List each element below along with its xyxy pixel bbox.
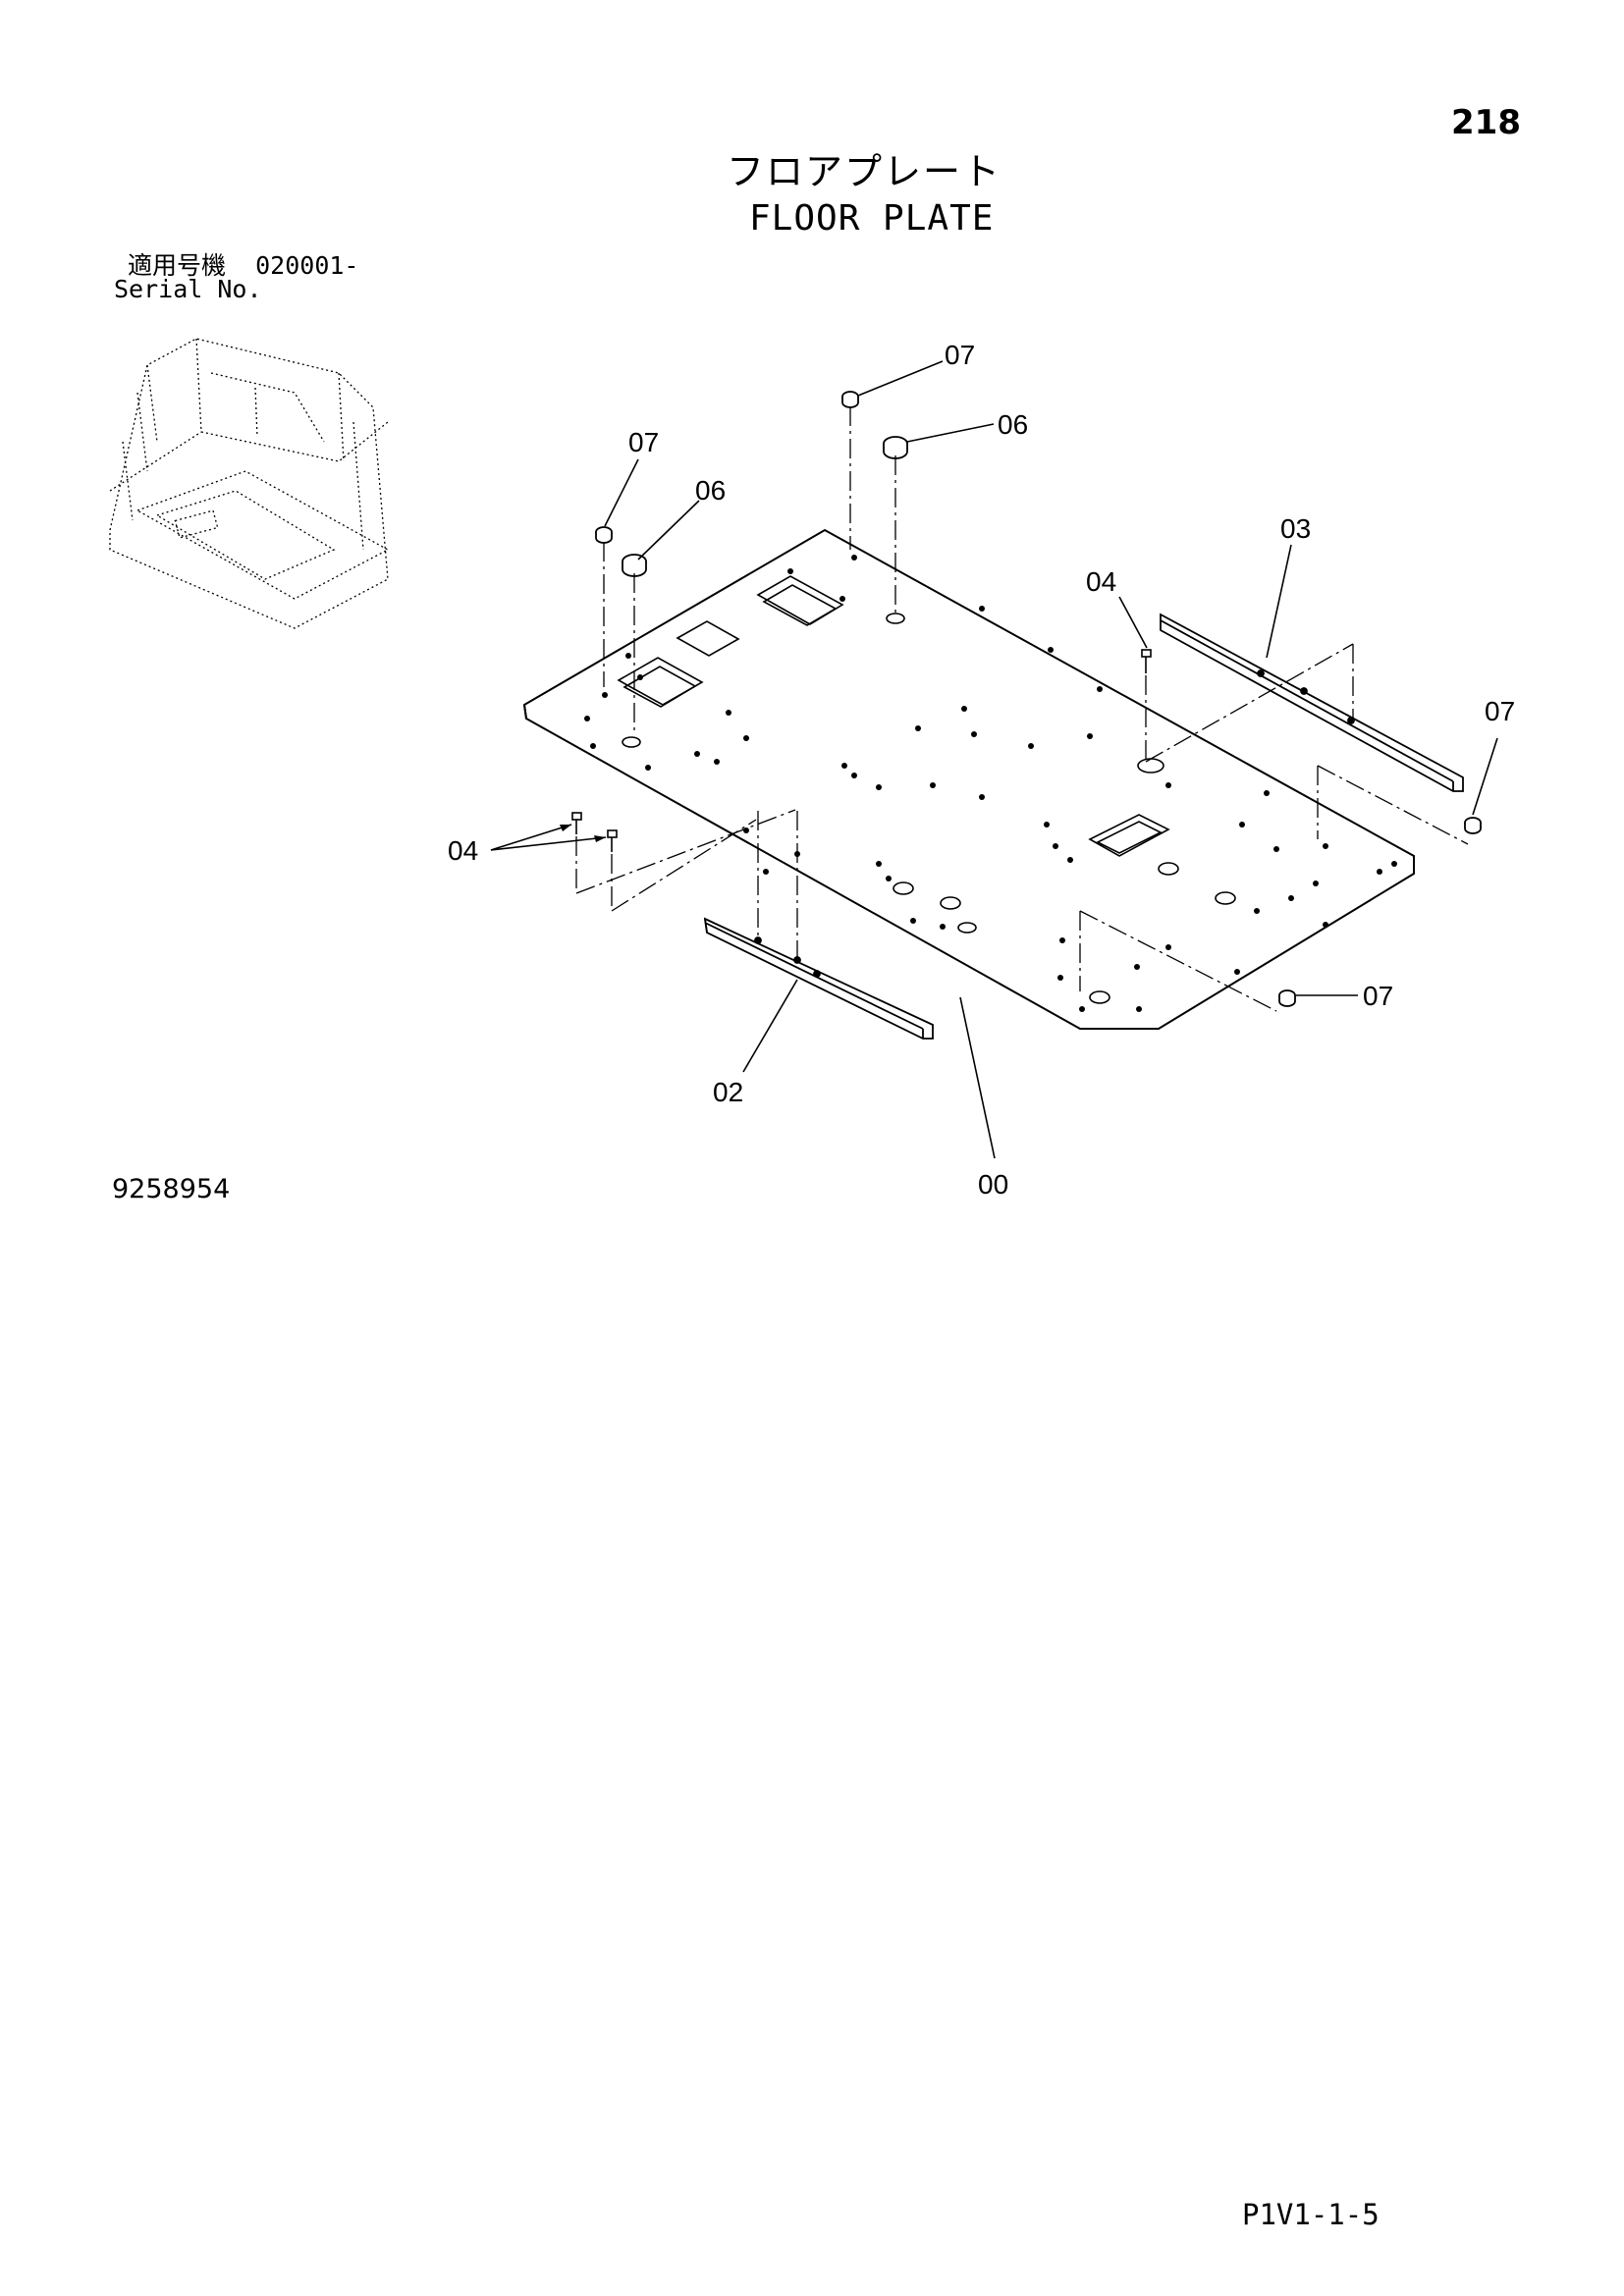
page-title-english: FLOOR PLATE (749, 198, 995, 239)
callout-labels: 07 07 06 06 03 04 07 04 07 02 00 (448, 340, 1515, 1200)
callout-06-top: 06 (998, 409, 1028, 440)
member-02 (703, 917, 934, 1040)
callout-00: 00 (978, 1169, 1008, 1200)
callout-06-left: 06 (695, 475, 726, 506)
page-title-japanese: フロアプレート (727, 150, 1002, 193)
callout-07-right: 07 (1485, 696, 1515, 726)
callout-03: 03 (1280, 513, 1311, 544)
part-07-caps (595, 391, 1482, 1007)
page-code: P1V1-1-5 (1242, 2198, 1380, 2231)
callout-07-left: 07 (628, 427, 659, 457)
serial-label-english: Serial No. (114, 275, 262, 303)
drawing-number: 9258954 (112, 1174, 231, 1204)
part-04-bolts (571, 649, 1152, 852)
callout-07-bottom: 07 (1363, 981, 1393, 1011)
floor-plate-00 (522, 528, 1415, 1030)
serial-range: 020001- (255, 251, 359, 280)
callout-07-top: 07 (945, 340, 975, 370)
part-06-plugs (622, 436, 908, 577)
plate-cutouts (617, 575, 1236, 1004)
serial-label-japanese: 適用号機 (128, 251, 227, 280)
leader-arrowheads (560, 825, 606, 842)
cab-thumbnail (109, 338, 390, 629)
callout-02: 02 (713, 1077, 743, 1107)
page-number: 218 (1451, 103, 1521, 142)
callout-04-right: 04 (1086, 566, 1116, 597)
serial-applicability: 適用号機 020001- (128, 253, 358, 278)
member-03 (1160, 613, 1464, 792)
callout-04-left: 04 (448, 835, 478, 866)
plate-holes (584, 555, 1397, 1012)
assembly-dashed-lines (575, 406, 1469, 1012)
leader-lines (490, 360, 1498, 1159)
